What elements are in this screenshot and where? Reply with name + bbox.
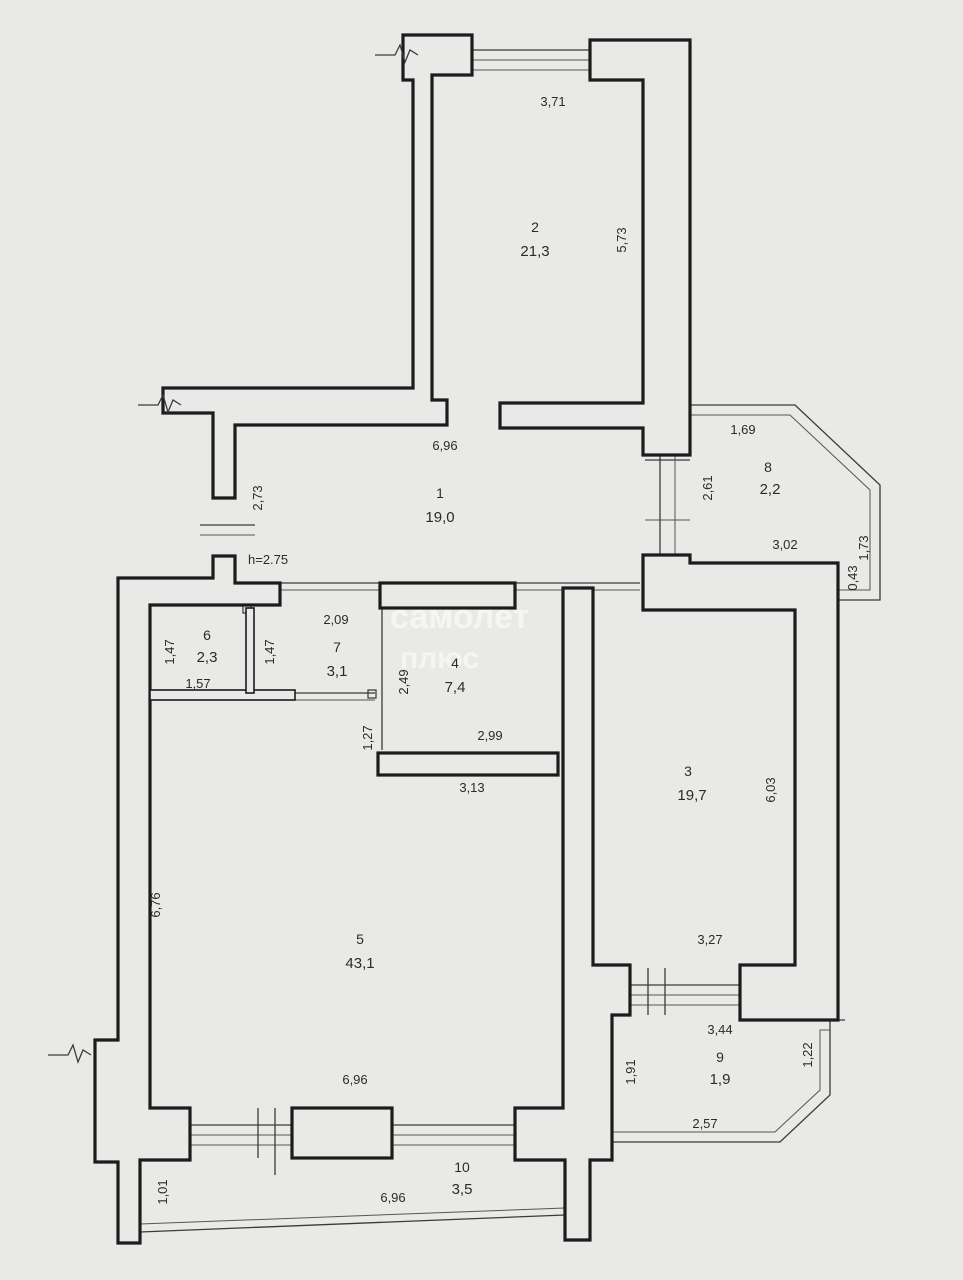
room-9-area: 1,9 — [710, 1071, 731, 1088]
watermark-line1: самолет — [390, 598, 529, 636]
dim-room6-depth: 1,47 — [162, 639, 177, 664]
dim-door-8: 2,61 — [700, 475, 715, 500]
room-8-number: 8 — [764, 459, 772, 475]
room-10-area: 3,5 — [452, 1181, 473, 1198]
window-room-3 — [630, 968, 740, 1015]
dim-closet-depth: 1,27 — [360, 725, 375, 750]
room-6-area: 2,3 — [197, 649, 218, 666]
break-symbol-3 — [48, 1043, 92, 1064]
wall-east — [641, 553, 840, 1022]
watermark-line2: плюс — [400, 642, 479, 675]
room-9-number: 9 — [716, 1049, 724, 1065]
dim-room10-length: 6,96 — [380, 1190, 405, 1205]
dim-room6-width: 1,57 — [185, 676, 210, 691]
dim-room10-depth: 1,01 — [155, 1179, 170, 1204]
entrance-door — [200, 524, 255, 536]
dim-room5-width: 6,96 — [342, 1072, 367, 1087]
wall-room-2-east — [498, 38, 692, 457]
room-3-number: 3 — [684, 763, 692, 779]
wall-central — [513, 586, 632, 1242]
room-10-number: 10 — [454, 1159, 470, 1175]
watermark: самолет плюс — [390, 598, 529, 675]
balcony-8-outline — [690, 404, 881, 601]
dim-room7-depth: 1,47 — [262, 639, 277, 664]
window-room-2 — [472, 49, 590, 71]
dim-closet-outer: 3,13 — [459, 780, 484, 795]
wall-wc-divider — [245, 607, 255, 694]
room-4-number: 4 — [451, 655, 459, 671]
room-4-area: 7,4 — [445, 679, 466, 696]
dim-room9-bottom: 2,57 — [692, 1116, 717, 1131]
room-1-number: 1 — [436, 485, 444, 501]
ceiling-height: h=2.75 — [248, 552, 288, 567]
break-symbol-2 — [138, 393, 182, 414]
room-5-number: 5 — [356, 931, 364, 947]
room-2-area: 21,3 — [520, 243, 549, 260]
room-2-number: 2 — [531, 219, 539, 235]
dim-room8-top: 1,69 — [730, 422, 755, 437]
break-symbols — [48, 43, 419, 1064]
dim-room7-width: 2,09 — [323, 612, 348, 627]
dim-room9-depth: 1,91 — [623, 1059, 638, 1084]
room-8-area: 2,2 — [760, 481, 781, 498]
room-7-number: 7 — [333, 639, 341, 655]
break-symbol-1 — [375, 43, 419, 64]
dim-room1-width: 6,96 — [432, 438, 457, 453]
loggia-10-inner-outline — [139, 1207, 566, 1225]
dim-room2-length: 5,73 — [614, 227, 629, 252]
wall-pier-south — [290, 1106, 394, 1160]
dim-room3-width: 3,27 — [697, 932, 722, 947]
room-3-area: 19,7 — [677, 787, 706, 804]
dim-room3-length: 6,03 — [763, 777, 778, 802]
dim-room4-width: 2,99 — [477, 728, 502, 743]
room-7-area: 3,1 — [327, 663, 348, 680]
door-room-8 — [645, 455, 690, 555]
room-labels: 1 19,0 2 21,3 3 19,7 4 7,4 5 43,1 6 2,3 … — [197, 219, 781, 1198]
dim-room5-length: 6,76 — [148, 892, 163, 917]
windows — [190, 49, 740, 1175]
balcony-8-inner-outline — [690, 414, 871, 591]
wall-closet-bottom — [376, 751, 560, 777]
room-1-area: 19,0 — [425, 509, 454, 526]
dim-room9-top: 3,44 — [707, 1022, 732, 1037]
wall-west — [93, 554, 282, 1245]
dim-room8-corner: 0,43 — [845, 565, 860, 590]
dim-room8-side: 1,73 — [856, 535, 871, 560]
walls — [93, 33, 840, 1245]
dim-room1-depth: 2,73 — [250, 485, 265, 510]
wall-wc-bottom — [149, 689, 296, 701]
balcony-9-inner-outline — [612, 1029, 830, 1133]
dim-room9-side: 1,22 — [800, 1042, 815, 1067]
balcony-outlines — [139, 404, 881, 1233]
dim-room4-depth: 2,49 — [396, 669, 411, 694]
dim-room2-width: 3,71 — [540, 94, 565, 109]
room-5-area: 43,1 — [345, 955, 374, 972]
dim-room8-bottom: 3,02 — [772, 537, 797, 552]
wall-north-west — [161, 33, 474, 500]
wall-closet-top — [378, 581, 517, 610]
room-6-number: 6 — [203, 627, 211, 643]
dimension-labels: 3,71 5,73 6,96 2,73 1,69 2,61 1,73 3,02 … — [148, 94, 871, 1205]
loggia-10-outline — [139, 1214, 566, 1233]
